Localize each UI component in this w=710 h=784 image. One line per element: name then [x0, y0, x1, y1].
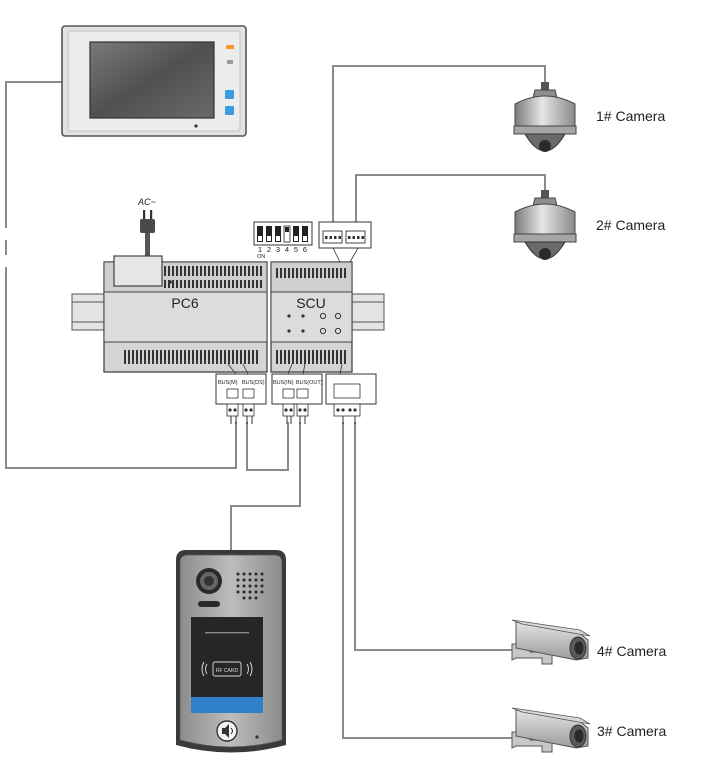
wire-monitor-bus — [5, 81, 237, 469]
scu-camera-terminals — [325, 363, 377, 424]
scu-bus-terminals: BUS(IN) BUS(OUT) — [271, 363, 323, 424]
scu-label: SCU — [296, 295, 326, 311]
bus-ds-label: BUS(DS) — [242, 380, 265, 386]
dip-position-4: 4 — [285, 245, 289, 254]
wire-camera-2 — [355, 174, 546, 226]
dip-position-1: 1 — [258, 245, 262, 254]
led-indicator — [226, 45, 234, 49]
camera-input-connector — [318, 221, 372, 263]
scu-switch-module: SCU — [270, 261, 353, 373]
indoor-monitor — [61, 25, 247, 137]
pc6-label: PC6 — [171, 295, 198, 311]
wire-camera-3 — [342, 422, 512, 739]
monitor-screen — [89, 41, 215, 119]
pc6-power-module: PC6 — [103, 255, 268, 373]
camera-1-label: 1# Camera — [596, 108, 665, 124]
wiring — [5, 65, 546, 739]
door-accent-stripe — [191, 697, 263, 713]
bullet-camera-3-icon — [511, 707, 591, 753]
unlock-button-icon — [225, 106, 234, 115]
bullet-camera-4-icon — [511, 619, 591, 665]
door-camera-icon — [196, 568, 222, 607]
rfid-waves-icon — [201, 661, 253, 677]
bus-out-label: BUS(OUT) — [296, 380, 323, 386]
bus-m-label: BUS(M) — [218, 380, 238, 386]
camera-2-label: 2# Camera — [596, 217, 665, 233]
wire-pc6-scu — [246, 422, 289, 471]
wire-scu-door — [230, 422, 301, 558]
bus-in-label: BUS(IN) — [273, 380, 294, 386]
wire-camera-1 — [332, 65, 546, 226]
camera-3-label: 3# Camera — [597, 723, 666, 739]
call-button-icon[interactable] — [216, 720, 238, 742]
dome-camera-2-icon — [513, 190, 577, 260]
din-rail — [71, 293, 385, 331]
dip-on-label: ON — [257, 254, 265, 260]
camera-4-label: 4# Camera — [597, 643, 666, 659]
rf-card-label: RF CARD — [216, 668, 239, 674]
dip-position-2: 2 — [267, 245, 271, 254]
speaker-grille-icon — [236, 572, 264, 600]
wire-camera-4 — [354, 422, 512, 651]
dip-position-6: 6 — [303, 245, 307, 254]
dome-camera-1-icon — [513, 82, 577, 152]
dip-switch[interactable]: 1 2 3 4 5 6 ON — [253, 221, 313, 260]
power-plug-icon — [140, 210, 155, 259]
card-reader-panel — [191, 617, 263, 697]
power-label: AC~ — [137, 197, 156, 207]
pc6-bus-terminals: BUS(M) BUS(DS) — [215, 363, 267, 424]
dip-position-3: 3 — [276, 245, 280, 254]
dip-position-5: 5 — [294, 245, 298, 254]
dip-levers — [257, 225, 308, 243]
door-station: RF CARD — [176, 550, 286, 753]
menu-button-icon — [225, 90, 234, 99]
